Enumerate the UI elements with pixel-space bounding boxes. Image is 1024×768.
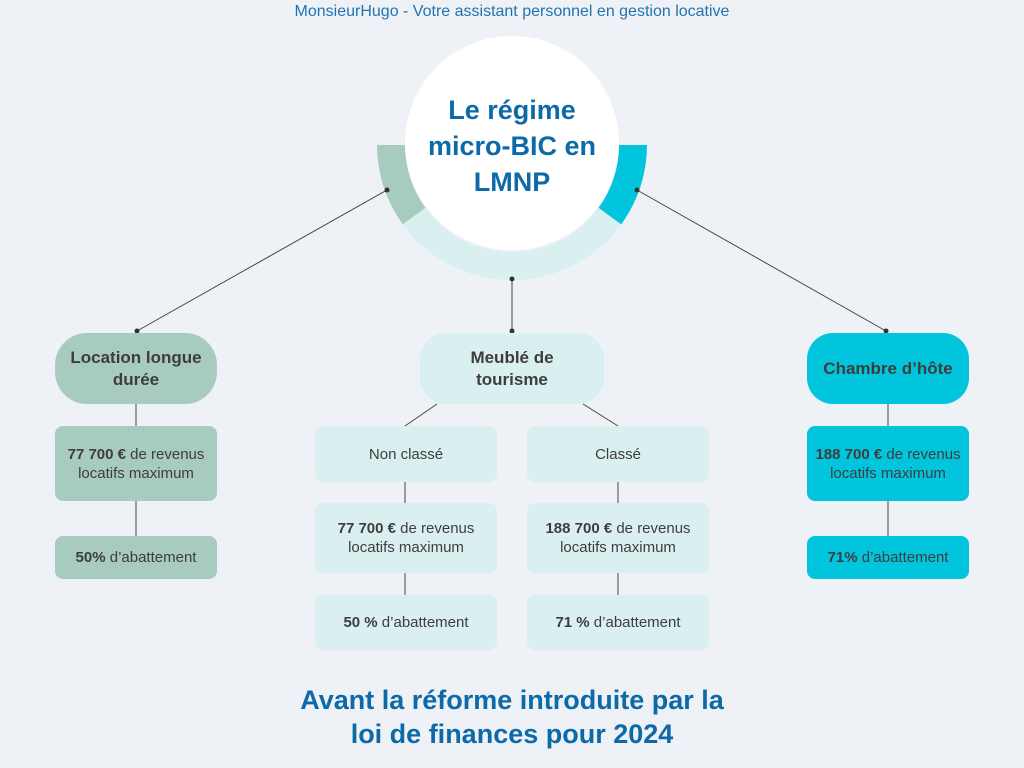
node-longue-abattement: 50% d’abattement	[55, 536, 217, 579]
abattement-text: d’abattement	[589, 614, 681, 631]
center-title-line: micro-BIC en	[427, 131, 597, 161]
center-title-line: LMNP	[473, 167, 551, 197]
connector-dot	[509, 328, 515, 334]
abattement-rate: 50 %	[343, 614, 378, 631]
plafond-amount: 77 700 €	[67, 445, 126, 463]
plafond-line: 77 700 € de revenus locatifs maximum	[63, 445, 209, 483]
connector-left	[136, 189, 388, 332]
node-classe-abattement: 71 % d’abattement	[527, 595, 709, 650]
connector-line	[582, 403, 619, 427]
node-title: Meublé de tourisme	[470, 347, 554, 389]
abattement-rate: 71 %	[555, 614, 590, 631]
abattement-line: 50 % d’abattement	[343, 613, 468, 632]
node-classe: Classé	[527, 426, 709, 482]
connector-line	[404, 403, 438, 427]
node-non-classe-abattement: 50 % d’abattement	[315, 595, 497, 650]
plafond-amount: 188 700 €	[545, 520, 613, 537]
node-location-longue-duree: Location longue durée	[55, 333, 217, 404]
header-brand: MonsieurHugo - Votre assistant personnel…	[294, 3, 730, 20]
footer-line: Avant la réforme introduite par la	[300, 685, 724, 715]
ring-segment-cyan	[598, 144, 647, 225]
abattement-text: d’abattement	[377, 614, 469, 631]
plafond-text: de revenus locatifs maximum	[830, 445, 961, 482]
center-title: Le régime micro-BIC en LMNP	[412, 92, 612, 200]
connector-right	[636, 189, 887, 332]
ring-segment-green	[377, 144, 426, 225]
center-ring	[377, 36, 647, 280]
center-circle	[405, 36, 619, 250]
plafond-line: 77 700 € de revenus locatifs maximum	[323, 519, 489, 557]
node-classe-plafond: 188 700 € de revenus locatifs maximum	[527, 503, 709, 573]
center-title-line: Le régime	[448, 95, 576, 125]
plafond-text: de revenus locatifs maximum	[78, 445, 205, 482]
node-meuble-de-tourisme: Meublé de tourisme	[420, 333, 604, 404]
plafond-amount: 77 700 €	[337, 520, 396, 537]
connector-dot	[134, 328, 140, 334]
connector-dot	[384, 187, 390, 193]
connector-dot	[883, 328, 889, 334]
footer-caption: Avant la réforme introduite par la loi d…	[0, 683, 1024, 751]
abattement-rate: 50%	[75, 549, 106, 566]
abattement-line: 50% d’abattement	[76, 548, 197, 567]
node-non-classe: Non classé	[315, 426, 497, 482]
plafond-amount: 188 700 €	[815, 445, 883, 463]
node-chambre-abattement: 71% d’abattement	[807, 536, 969, 579]
abattement-rate: 71%	[827, 549, 858, 566]
plafond-text: de revenus locatifs maximum	[348, 520, 475, 556]
connector-dot	[634, 187, 640, 193]
plafond-line: 188 700 € de revenus locatifs maximum	[815, 445, 961, 483]
node-non-classe-plafond: 77 700 € de revenus locatifs maximum	[315, 503, 497, 573]
abattement-text: d’abattement	[105, 549, 197, 566]
connector-dot	[509, 276, 515, 282]
node-chambre-plafond: 188 700 € de revenus locatifs maximum	[807, 426, 969, 501]
plafond-line: 188 700 € de revenus locatifs maximum	[535, 519, 701, 557]
footer-line: loi de finances pour 2024	[350, 719, 674, 749]
node-chambre-d-hote: Chambre d’hôte	[807, 333, 969, 404]
ring-segment-light	[402, 207, 622, 280]
node-longue-plafond: 77 700 € de revenus locatifs maximum	[55, 426, 217, 501]
abattement-text: d’abattement	[857, 549, 949, 566]
plafond-text: de revenus locatifs maximum	[560, 520, 691, 556]
abattement-line: 71 % d’abattement	[555, 613, 680, 632]
abattement-line: 71% d’abattement	[828, 548, 949, 567]
